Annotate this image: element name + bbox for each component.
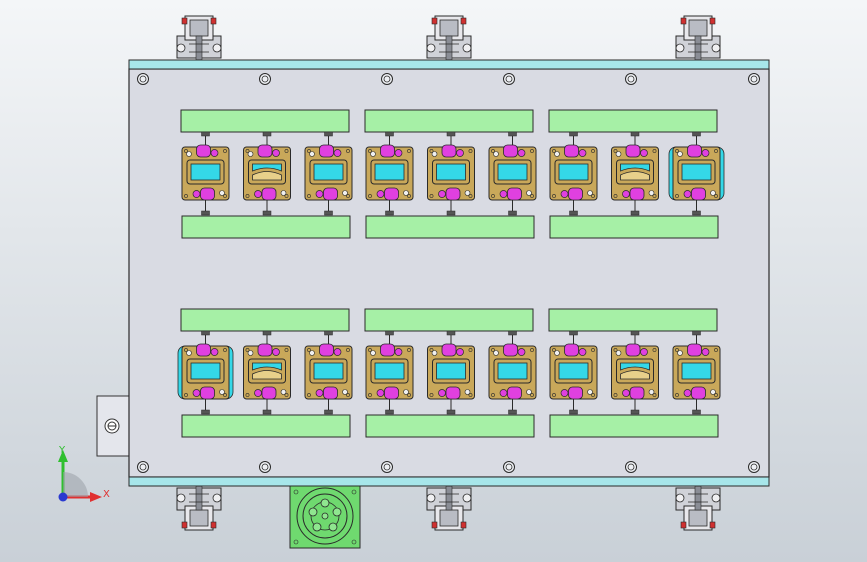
mounting-hole <box>625 461 637 473</box>
green-bar <box>549 414 719 438</box>
test-fixture[interactable] <box>549 330 598 415</box>
toggle-clamp[interactable] <box>176 15 222 61</box>
fixture-group <box>548 109 725 239</box>
bottom-rail[interactable] <box>128 476 770 487</box>
test-fixture[interactable] <box>427 330 475 415</box>
mounting-hole <box>381 73 393 85</box>
mounting-hole <box>503 461 515 473</box>
side-bracket <box>96 395 130 457</box>
green-bar <box>180 308 350 332</box>
test-fixture[interactable] <box>304 330 353 415</box>
green-bar <box>365 215 535 239</box>
fixture-group <box>177 308 353 438</box>
mounting-holes <box>137 73 760 473</box>
green-bar <box>364 308 534 332</box>
test-fixture[interactable] <box>668 131 725 216</box>
mounting-hole <box>748 73 760 85</box>
test-fixture[interactable] <box>177 330 234 415</box>
bottom-connector[interactable] <box>289 485 361 549</box>
test-fixture[interactable] <box>488 330 537 415</box>
top-clamp-mechanisms <box>176 15 721 61</box>
mounting-hole <box>259 73 271 85</box>
test-fixture[interactable] <box>611 131 659 216</box>
mounting-hole <box>381 461 393 473</box>
toggle-clamp[interactable] <box>426 15 472 61</box>
green-bar <box>181 414 351 438</box>
mounting-hole <box>625 73 637 85</box>
test-fixture[interactable] <box>427 131 475 216</box>
toggle-clamp[interactable] <box>675 15 721 61</box>
test-fixture[interactable] <box>243 330 291 415</box>
x-axis-label: X <box>103 489 110 500</box>
mounting-hole <box>137 461 149 473</box>
y-axis-label: Y <box>58 445 66 456</box>
toggle-clamp[interactable] <box>426 485 472 531</box>
mounting-hole <box>137 73 149 85</box>
green-bar <box>180 109 350 133</box>
mounting-hole <box>748 461 760 473</box>
fixture-group <box>548 308 721 438</box>
test-fixture[interactable] <box>365 330 414 415</box>
test-fixture[interactable] <box>611 330 659 415</box>
fixture-group <box>180 109 353 239</box>
green-bar <box>181 215 351 239</box>
test-fixture[interactable] <box>365 131 414 216</box>
bottom-clamp-mechanisms <box>176 485 721 531</box>
test-fixture[interactable] <box>672 330 721 415</box>
test-fixture[interactable] <box>549 131 598 216</box>
toggle-clamp[interactable] <box>176 485 222 531</box>
top-rail[interactable] <box>128 59 770 70</box>
green-bar <box>548 308 718 332</box>
green-bar <box>549 215 719 239</box>
base-plate[interactable] <box>128 68 770 478</box>
test-fixture[interactable] <box>243 131 291 216</box>
green-bar <box>364 109 534 133</box>
mounting-hole <box>259 461 271 473</box>
fixture-group <box>364 109 537 239</box>
fixture-array <box>177 109 725 438</box>
coordinate-triad: Y X <box>58 445 110 502</box>
toggle-clamp[interactable] <box>675 485 721 531</box>
test-fixture[interactable] <box>488 131 537 216</box>
test-fixture[interactable] <box>304 131 353 216</box>
green-bar <box>365 414 535 438</box>
test-fixture[interactable] <box>181 131 230 216</box>
fixture-group <box>364 308 537 438</box>
mounting-hole <box>503 73 515 85</box>
green-bar <box>548 109 718 133</box>
